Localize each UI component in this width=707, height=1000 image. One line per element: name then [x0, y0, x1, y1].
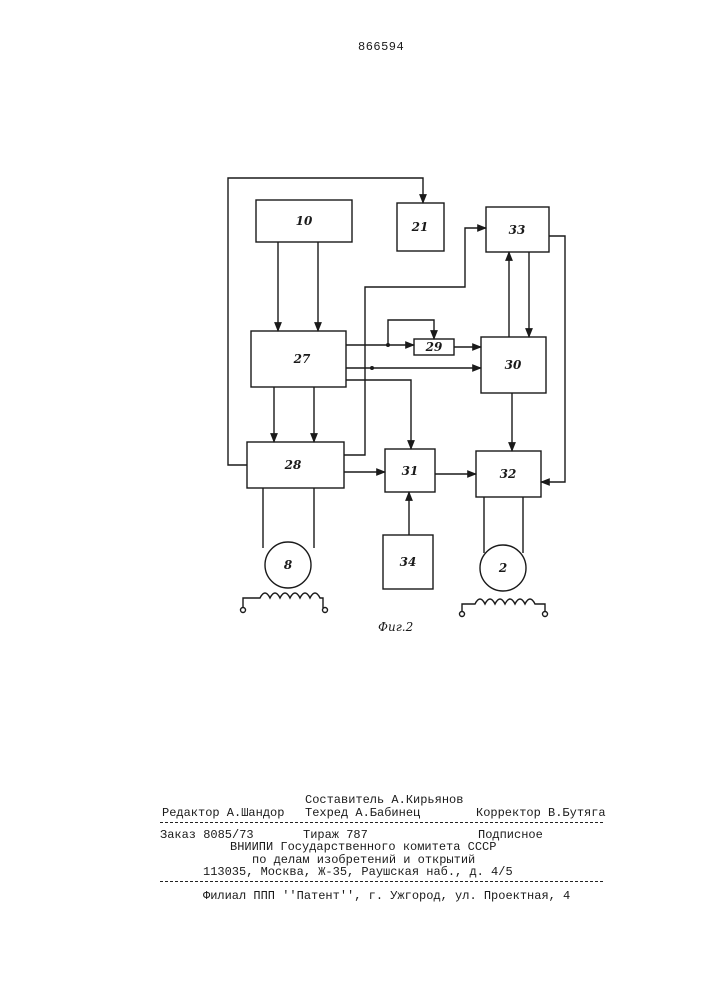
org-line-3: 113035, Москва, Ж-35, Раушская наб., д. … — [203, 865, 513, 879]
org-line-1: ВНИИПИ Государственного комитета СССР — [230, 840, 496, 854]
motor-8-leads — [263, 488, 314, 548]
block-34-label: 34 — [400, 555, 417, 569]
block-30-label: 30 — [505, 358, 522, 372]
editor-line: Редактор А.Шандор — [162, 806, 284, 820]
block-21-label: 21 — [411, 220, 429, 234]
motor-2-label: 2 — [498, 561, 507, 575]
block-27-label: 27 — [293, 352, 311, 366]
junction-dot — [370, 366, 374, 370]
branch-line: Филиал ППП ''Патент'', г. Ужгород, ул. П… — [203, 889, 570, 903]
figure-caption: Фиг.2 — [378, 620, 413, 634]
terminal-left-1 — [241, 608, 246, 613]
motor-8-label: 8 — [284, 558, 293, 572]
block-28-label: 28 — [284, 458, 302, 472]
block-29-label: 29 — [425, 340, 443, 354]
terminal-right-1 — [460, 612, 465, 617]
winding-left — [243, 593, 323, 608]
junction-dot — [386, 343, 390, 347]
block-32-label: 32 — [500, 467, 517, 481]
wire-28-33 — [344, 228, 486, 455]
compiler-line: Составитель А.Кирьянов — [305, 793, 463, 807]
block-33-label: 33 — [509, 223, 526, 237]
block-diagram: 10 21 33 27 29 30 28 31 32 34 8 2 — [0, 0, 707, 700]
wire-33-32 — [541, 236, 565, 482]
corrector-line: Корректор В.Бутяга — [476, 806, 606, 820]
techred-line: Техред А.Бабинец — [305, 806, 420, 820]
block-10-label: 10 — [296, 214, 313, 228]
divider-top — [160, 822, 603, 823]
wire-28-21 — [228, 178, 423, 465]
terminal-right-2 — [543, 612, 548, 617]
block-31-label: 31 — [402, 464, 419, 478]
terminal-left-2 — [323, 608, 328, 613]
wire-27-31 — [346, 380, 411, 449]
divider-bottom — [160, 881, 603, 882]
winding-right — [462, 599, 545, 612]
